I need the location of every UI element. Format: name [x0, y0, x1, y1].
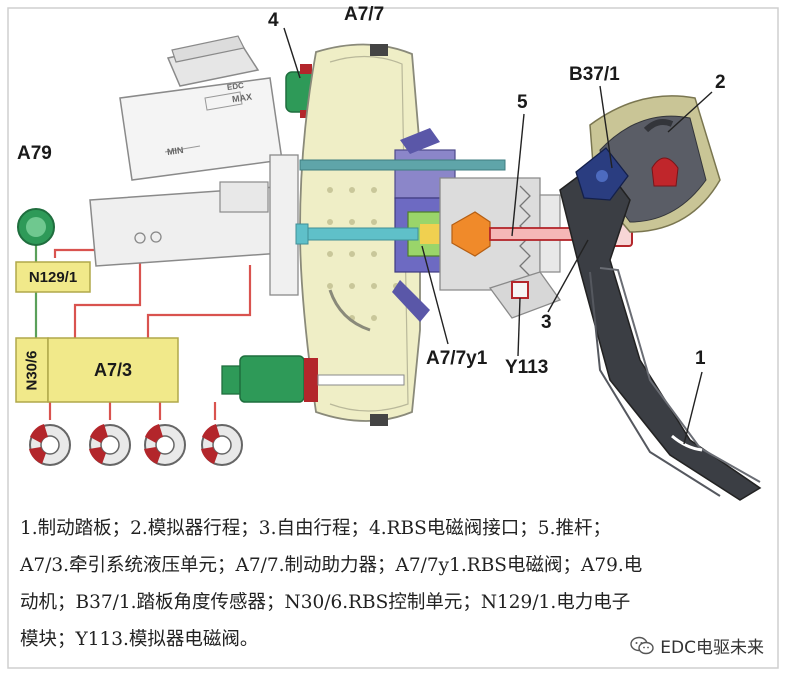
label-1: 1	[695, 348, 706, 369]
brand-watermark: EDC电驱未来	[630, 633, 764, 658]
leader-2	[667, 91, 713, 133]
master-cylinder	[89, 154, 299, 296]
label-a77y1: A7/7y1	[426, 348, 488, 369]
brand-text: EDC电驱未来	[660, 638, 764, 658]
leader-3	[547, 239, 589, 313]
n306-label-wrap: N30/6	[16, 338, 48, 402]
n129-box	[15, 261, 91, 293]
a79-motor	[17, 208, 55, 246]
booster-rods	[295, 159, 506, 245]
label-2: 2	[715, 72, 726, 93]
wheel-brake	[29, 424, 71, 466]
wheel-brakes	[29, 424, 243, 466]
leader-4	[283, 27, 301, 79]
pedal-assembly	[559, 95, 762, 501]
y113-valve	[488, 271, 562, 319]
leader-b371	[599, 85, 613, 169]
wire-a73-to-hydraulic	[73, 265, 142, 338]
caption-line: 1.制动踏板；2.模拟器行程；3.自由行程；4.RBS电磁阀接口；5.推杆；	[20, 518, 611, 539]
n306-label: N30/6	[23, 349, 41, 391]
label-5: 5	[517, 92, 528, 113]
wire-a73-to-block	[146, 265, 252, 338]
a73-box	[47, 337, 179, 403]
wheel-brake	[89, 424, 131, 466]
caption: 1.制动踏板；2.模拟器行程；3.自由行程；4.RBS电磁阀接口；5.推杆； A…	[20, 510, 770, 658]
a73-label: A7/3	[93, 359, 133, 380]
caption-line: A7/3.牵引系统液压单元；A7/7.制动助力器；A7/7y1.RBS电磁阀；A…	[20, 555, 643, 576]
wheel-brake	[201, 424, 243, 466]
label-y113: Y113	[505, 357, 549, 378]
booster-connector	[221, 355, 405, 403]
fluid-reservoir	[119, 35, 283, 181]
frame-border	[7, 7, 779, 669]
label-a79: A79	[17, 143, 52, 164]
leader-a77y1	[421, 245, 449, 345]
wheel-brake	[144, 424, 186, 466]
label-4: 4	[268, 10, 279, 31]
wechat-icon	[630, 636, 654, 654]
caption-line: 模块；Y113.模拟器电磁阀。	[20, 629, 259, 650]
n1291-label: N129/1	[28, 268, 78, 286]
caption-line: 动机；B37/1.踏板角度传感器；N30/6.RBS控制单元；N129/1.电力…	[20, 592, 631, 613]
label-b371: B37/1	[569, 64, 620, 85]
leader-5	[511, 113, 525, 237]
label-3: 3	[541, 312, 552, 333]
label-a77: A7/7	[344, 4, 385, 25]
leader-lines	[283, 27, 713, 445]
leader-1	[683, 371, 703, 445]
leader-y113	[517, 297, 521, 357]
